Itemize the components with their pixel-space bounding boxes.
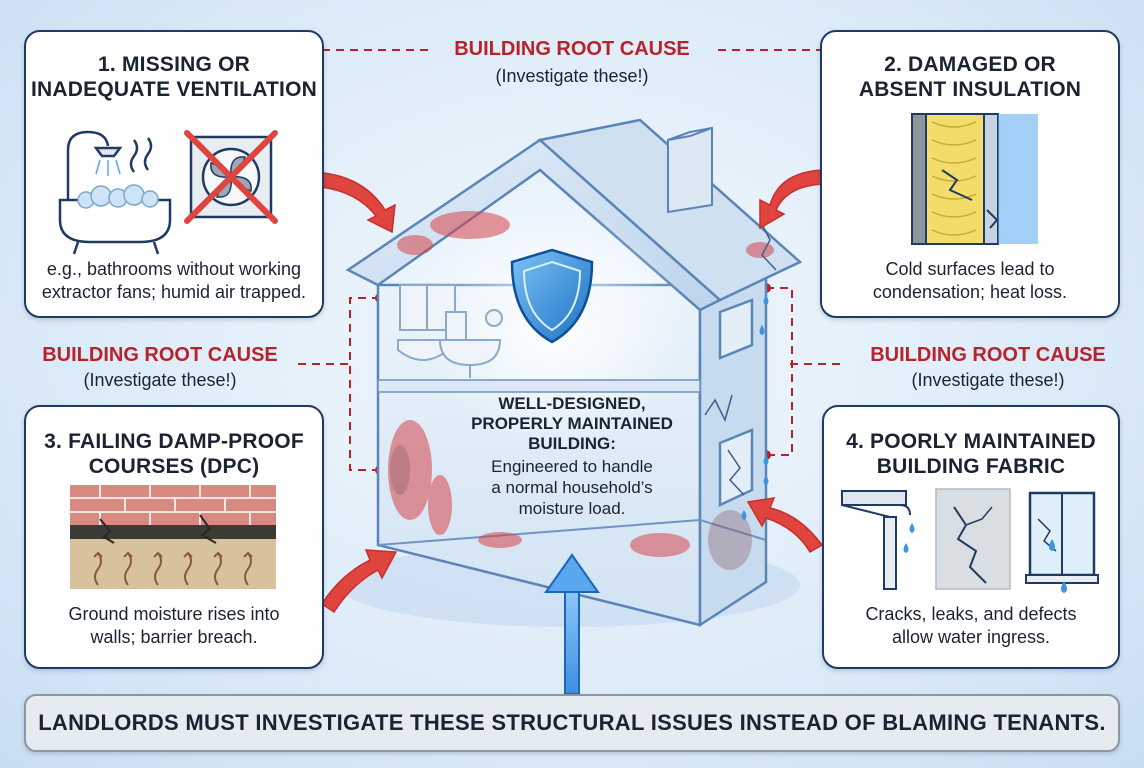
root-cause-label-left: BUILDING ROOT CAUSE [42, 344, 278, 366]
card-desc-line2: allow water ingress. [891, 627, 1051, 647]
card-title-line2: BUILDING FABRIC [876, 455, 1066, 478]
card-desc-line1: e.g., bathrooms without working [46, 259, 302, 279]
card-title-line2: ABSENT INSULATION [858, 78, 1082, 101]
center-desc-line1: Engineered to handle [491, 457, 653, 476]
card-desc-line2: walls; barrier breach. [90, 627, 258, 647]
root-cause-sub-right: (Investigate these!) [911, 370, 1065, 390]
card-damp-proof: 3. FAILING DAMP-PROOF COURSES (DPC) Grou… [24, 405, 324, 669]
brick-wall-rising-damp-icon [70, 485, 276, 589]
card-title-line2: COURSES (DPC) [88, 455, 260, 478]
card-title-line1: 1. MISSING OR [98, 53, 250, 76]
card-desc-line2: extractor fans; humid air trapped. [41, 282, 307, 302]
card-title-line1: 4. POORLY MAINTAINED [846, 430, 1096, 453]
card-building-fabric: 4. POORLY MAINTAINED BUILDING FABRIC Cra… [822, 405, 1120, 669]
leaking-gutter-icon [841, 490, 915, 590]
card-desc-line1: Cold surfaces lead to [885, 259, 1055, 279]
root-cause-sub-top: (Investigate these!) [495, 66, 649, 86]
moisture-load-arrow [544, 553, 600, 695]
card-title-line2: INADEQUATE VENTILATION [31, 78, 317, 101]
center-title-line2: PROPERLY MAINTAINED [471, 414, 673, 433]
crossed-out-fan-icon [184, 130, 278, 224]
banner-text: LANDLORDS MUST INVESTIGATE THESE STRUCTU… [38, 710, 1106, 735]
bottom-banner: LANDLORDS MUST INVESTIGATE THESE STRUCTU… [24, 694, 1120, 752]
card-title-line1: 3. FAILING DAMP-PROOF [44, 430, 304, 453]
root-cause-label-top: BUILDING ROOT CAUSE [454, 38, 690, 60]
root-cause-label-right: BUILDING ROOT CAUSE [870, 344, 1106, 366]
center-title-line1: WELL-DESIGNED, [498, 394, 646, 413]
center-desc-line3: moisture load. [518, 499, 626, 518]
card-ventilation: 1. MISSING OR INADEQUATE VENTILATION [24, 30, 324, 318]
root-cause-sub-left: (Investigate these!) [83, 370, 237, 390]
card-title-line1: 2. DAMAGED OR [884, 53, 1056, 76]
center-desc-line2: a normal household’s [491, 478, 653, 497]
bathtub-shower-icon [58, 130, 172, 255]
insulation-wall-section-icon [911, 113, 1038, 245]
card-desc-line1: Ground moisture rises into [68, 604, 280, 624]
shield-icon [510, 248, 594, 344]
broken-window-icon [1025, 491, 1099, 593]
card-desc-line2: condensation; heat loss. [872, 282, 1068, 302]
card-insulation: 2. DAMAGED OR ABSENT INSULATION Cold sur… [820, 30, 1120, 318]
cracked-wall-icon [935, 488, 1011, 590]
center-title-line3: BUILDING: [528, 434, 616, 453]
card-desc-line1: Cracks, leaks, and defects [865, 604, 1077, 624]
